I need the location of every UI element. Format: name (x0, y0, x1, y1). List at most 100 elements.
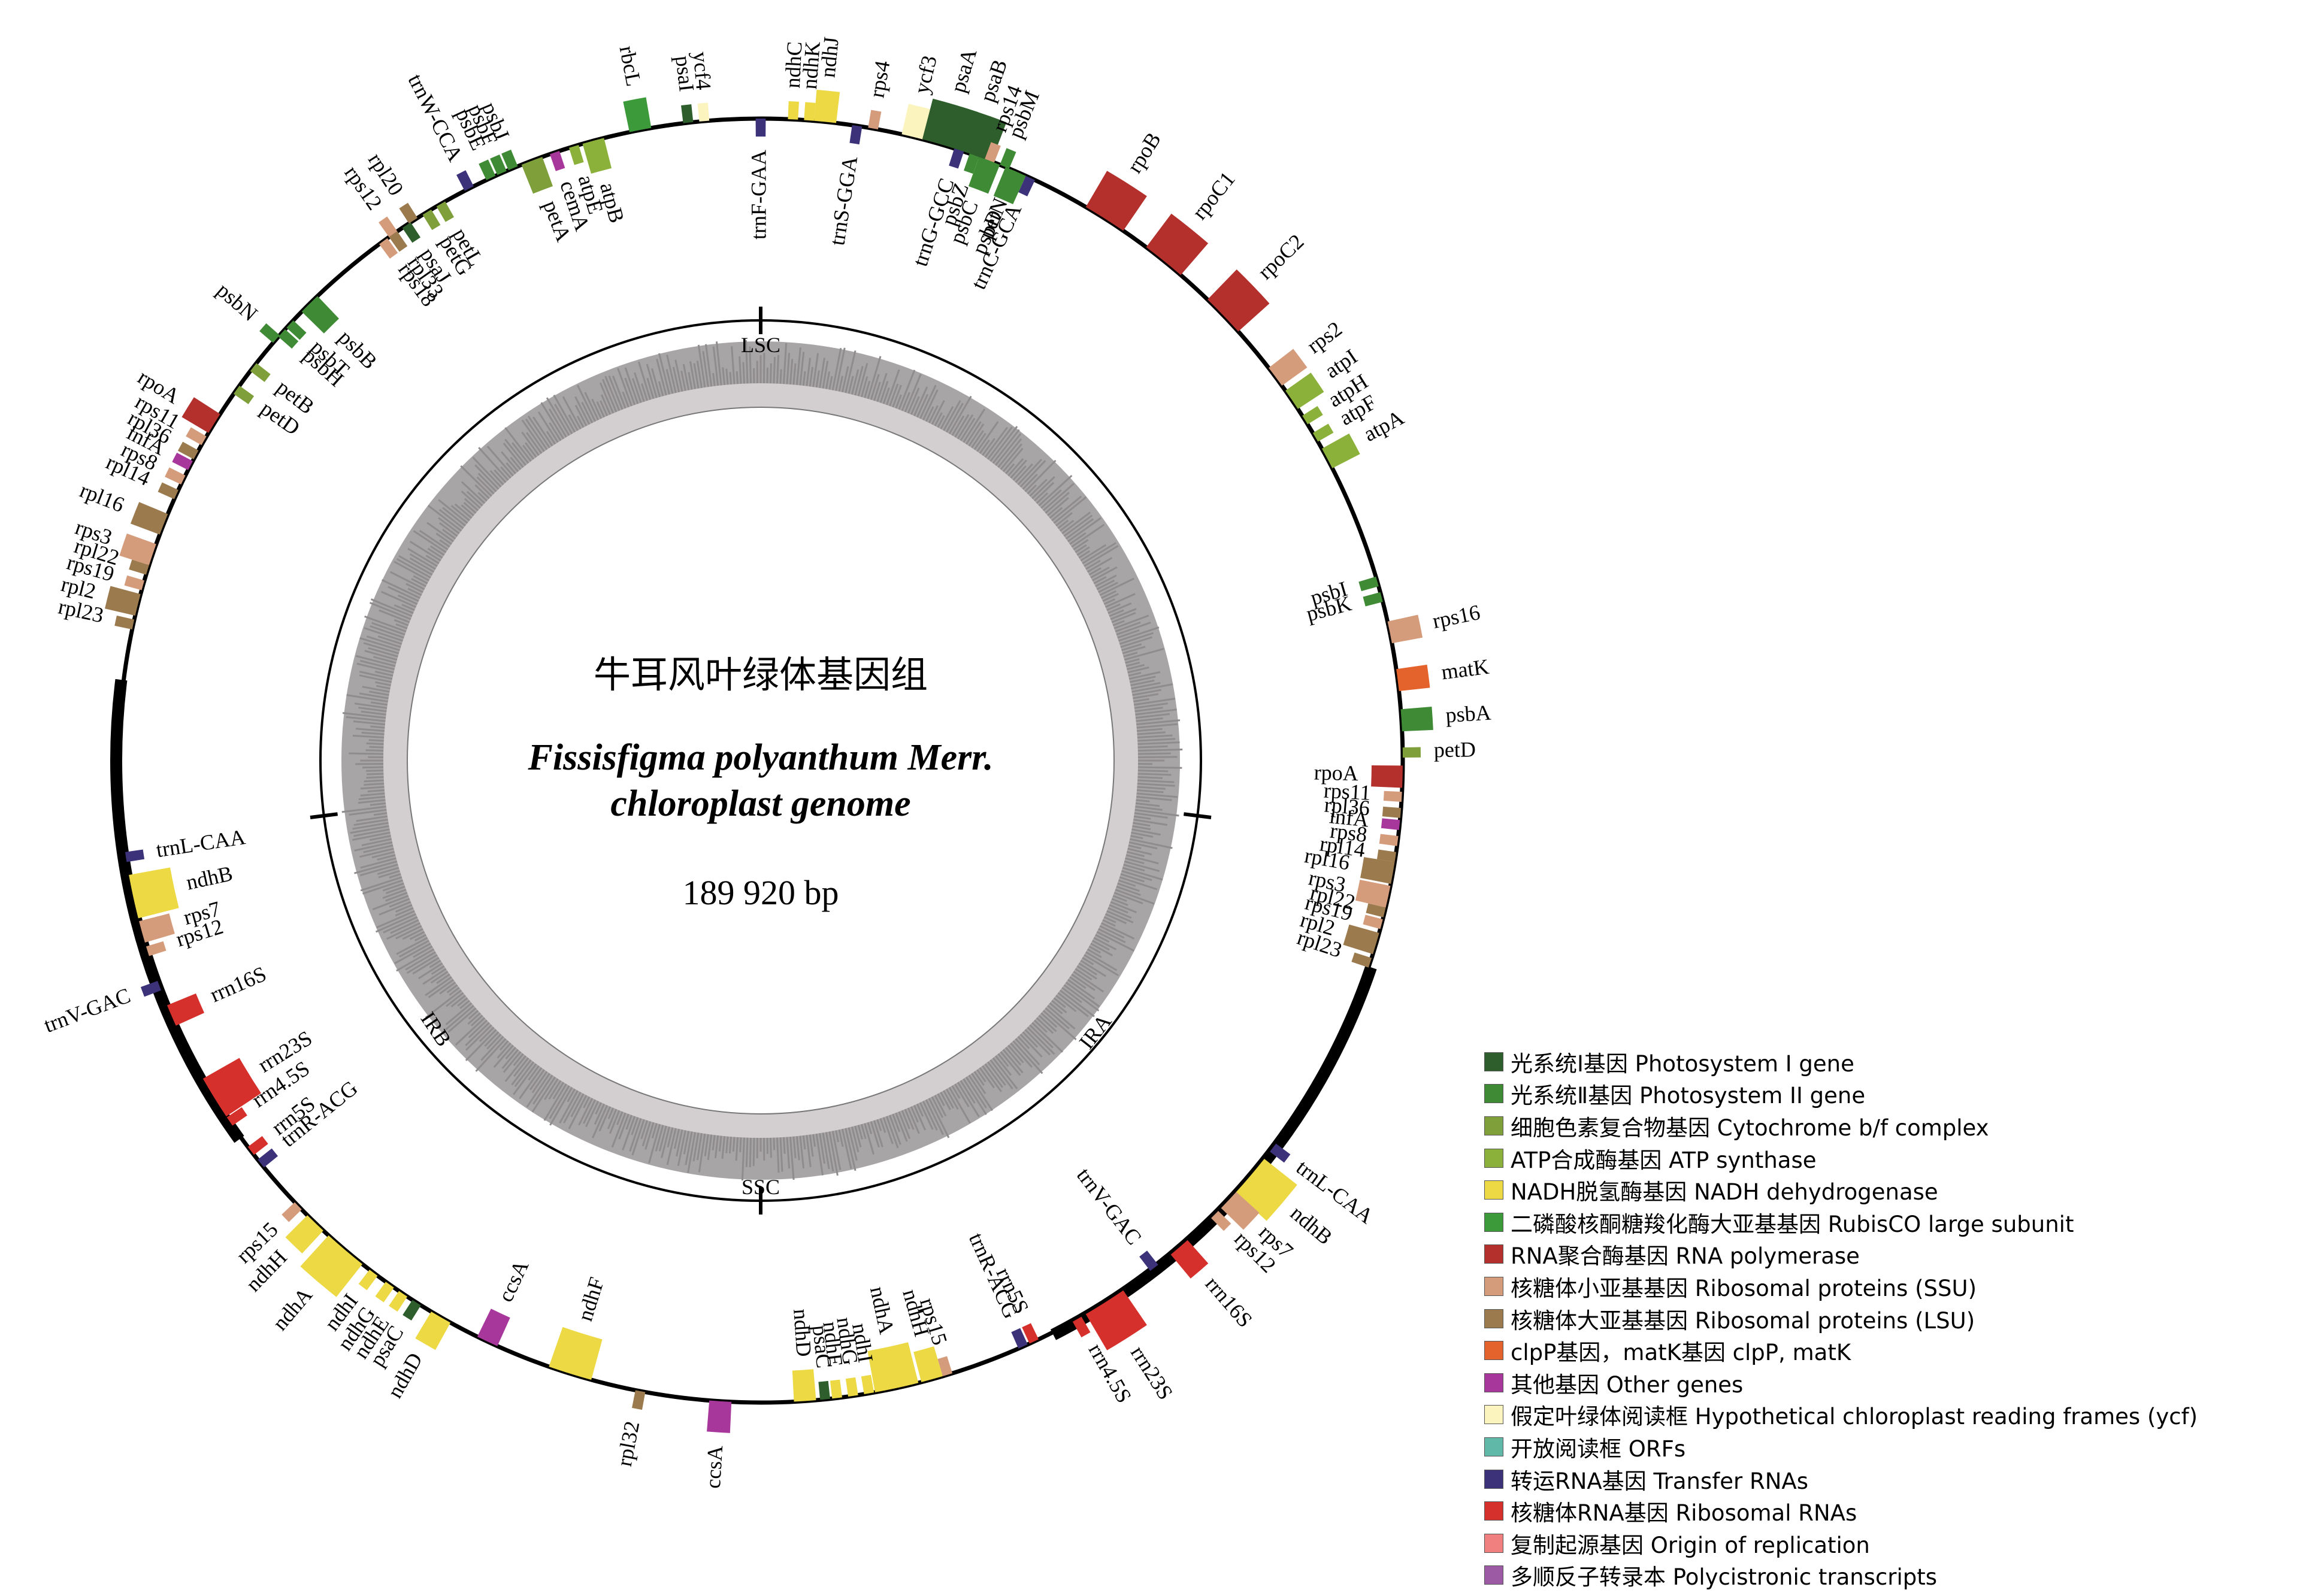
gc-spike (607, 1109, 618, 1129)
gc-spike (680, 371, 686, 391)
gene-block (226, 1107, 247, 1126)
gene-label: rpoB (1122, 128, 1166, 177)
gc-spike (769, 1137, 772, 1158)
gc-spike (1136, 717, 1163, 722)
gc-spike (1051, 495, 1082, 522)
gc-spike (910, 396, 920, 415)
gc-spike (1061, 511, 1091, 535)
gc-spike (363, 844, 394, 853)
gc-spike (385, 892, 408, 902)
gc-spike (876, 372, 888, 402)
gc-spike (1049, 1002, 1063, 1014)
gene-block (901, 104, 931, 140)
gene-label: petD (1434, 737, 1476, 762)
gc-spike (892, 1113, 901, 1132)
gc-spike (382, 889, 407, 900)
gc-spike (608, 375, 624, 410)
legend-item: 开放阅读框 ORFs (1484, 1431, 2306, 1463)
gc-spike (1107, 907, 1132, 919)
legend-swatch (1484, 1116, 1503, 1135)
gene-block (1085, 171, 1147, 231)
gc-spike (1117, 882, 1140, 892)
gc-spike (366, 742, 384, 746)
gene-block (415, 1312, 451, 1350)
gc-spike (1002, 447, 1024, 473)
gc-spike (789, 359, 794, 385)
gc-spike (739, 356, 742, 384)
gc-spike (612, 375, 627, 409)
gc-spike (722, 367, 726, 386)
gc-spike (617, 368, 633, 407)
gc-spike (1111, 898, 1128, 906)
gc-spike (438, 499, 468, 524)
gene-block (234, 385, 255, 404)
gc-spike (1122, 646, 1146, 655)
gene-block (119, 533, 156, 565)
gene-label: rpl36 (1324, 792, 1371, 820)
gc-spike (1137, 769, 1169, 773)
gc-spike (552, 1082, 565, 1100)
gc-spike (1121, 870, 1152, 882)
gc-spike (486, 1033, 502, 1050)
gc-spike (358, 799, 386, 804)
gc-spike (499, 1040, 509, 1051)
gc-spike (889, 1115, 901, 1145)
legend-text: 二磷酸核酮糖羧化酶大亚基基因 RubisCO large subunit (1511, 1211, 2074, 1237)
legend-item: 复制起源基因 Origin of replication (1484, 1527, 2306, 1559)
gc-spike (631, 1117, 639, 1135)
gene-block (1011, 1328, 1028, 1349)
gc-spike (1000, 443, 1023, 470)
gc-spike (922, 389, 939, 421)
gene-label: rrn16S (207, 962, 270, 1007)
gc-spike (745, 340, 749, 384)
gc-spike (583, 1096, 591, 1109)
gc-spike (1119, 876, 1158, 891)
gc-spike (997, 438, 1022, 468)
legend-item: 核糖体大亚基基因 Ribosomal proteins (LSU) (1484, 1303, 2306, 1335)
gc-spike (407, 547, 438, 567)
legend-text: 其他基因 Other genes (1511, 1371, 1744, 1398)
gc-spike (446, 992, 464, 1007)
gene-label: ndhC (780, 41, 807, 89)
gene-block (379, 216, 398, 237)
gc-spike (341, 805, 386, 813)
gc-spike (1118, 626, 1160, 642)
gene-block (422, 209, 441, 231)
title-species: Fissisfigma polyanthum Merr. (528, 737, 994, 778)
gc-spike (526, 1073, 550, 1108)
gene-block (568, 144, 584, 165)
gc-spike (607, 1107, 615, 1119)
gc-spike (919, 384, 937, 419)
gc-spike (731, 346, 736, 384)
gc-spike (907, 1107, 920, 1134)
gc-spike (464, 498, 479, 511)
gc-spike (1063, 514, 1093, 537)
gc-spike (439, 982, 456, 995)
gc-spike (377, 867, 400, 875)
gc-spike (1135, 802, 1160, 807)
gene-label: ndhD (789, 1308, 816, 1358)
gene-block (1321, 433, 1360, 468)
gc-spike (984, 1063, 1004, 1088)
gc-spike (864, 1123, 874, 1155)
gc-spike (1120, 636, 1152, 648)
gc-spike (802, 1135, 806, 1150)
gc-spike (1057, 519, 1069, 529)
gene-label: rpoA (1314, 760, 1358, 785)
gc-spike (395, 925, 422, 940)
gc-spike (359, 637, 400, 652)
legend-item: 光系统Ⅰ基因 Photosystem I gene (1484, 1046, 2306, 1078)
gc-spike (728, 1136, 733, 1154)
gc-spike (386, 922, 421, 940)
gc-spike (1073, 971, 1104, 993)
gc-spike (1128, 671, 1161, 680)
gc-spike (398, 555, 433, 576)
gc-spike (1075, 968, 1093, 981)
gc-spike (907, 387, 920, 414)
gc-spike (532, 1074, 553, 1105)
gc-spike (792, 1136, 797, 1159)
gc-spike (1136, 719, 1181, 726)
legend-text: NADH脱氢酶基因 NADH dehydrogenase (1511, 1179, 1938, 1206)
gc-spike (364, 779, 384, 783)
gc-spike (449, 986, 460, 996)
